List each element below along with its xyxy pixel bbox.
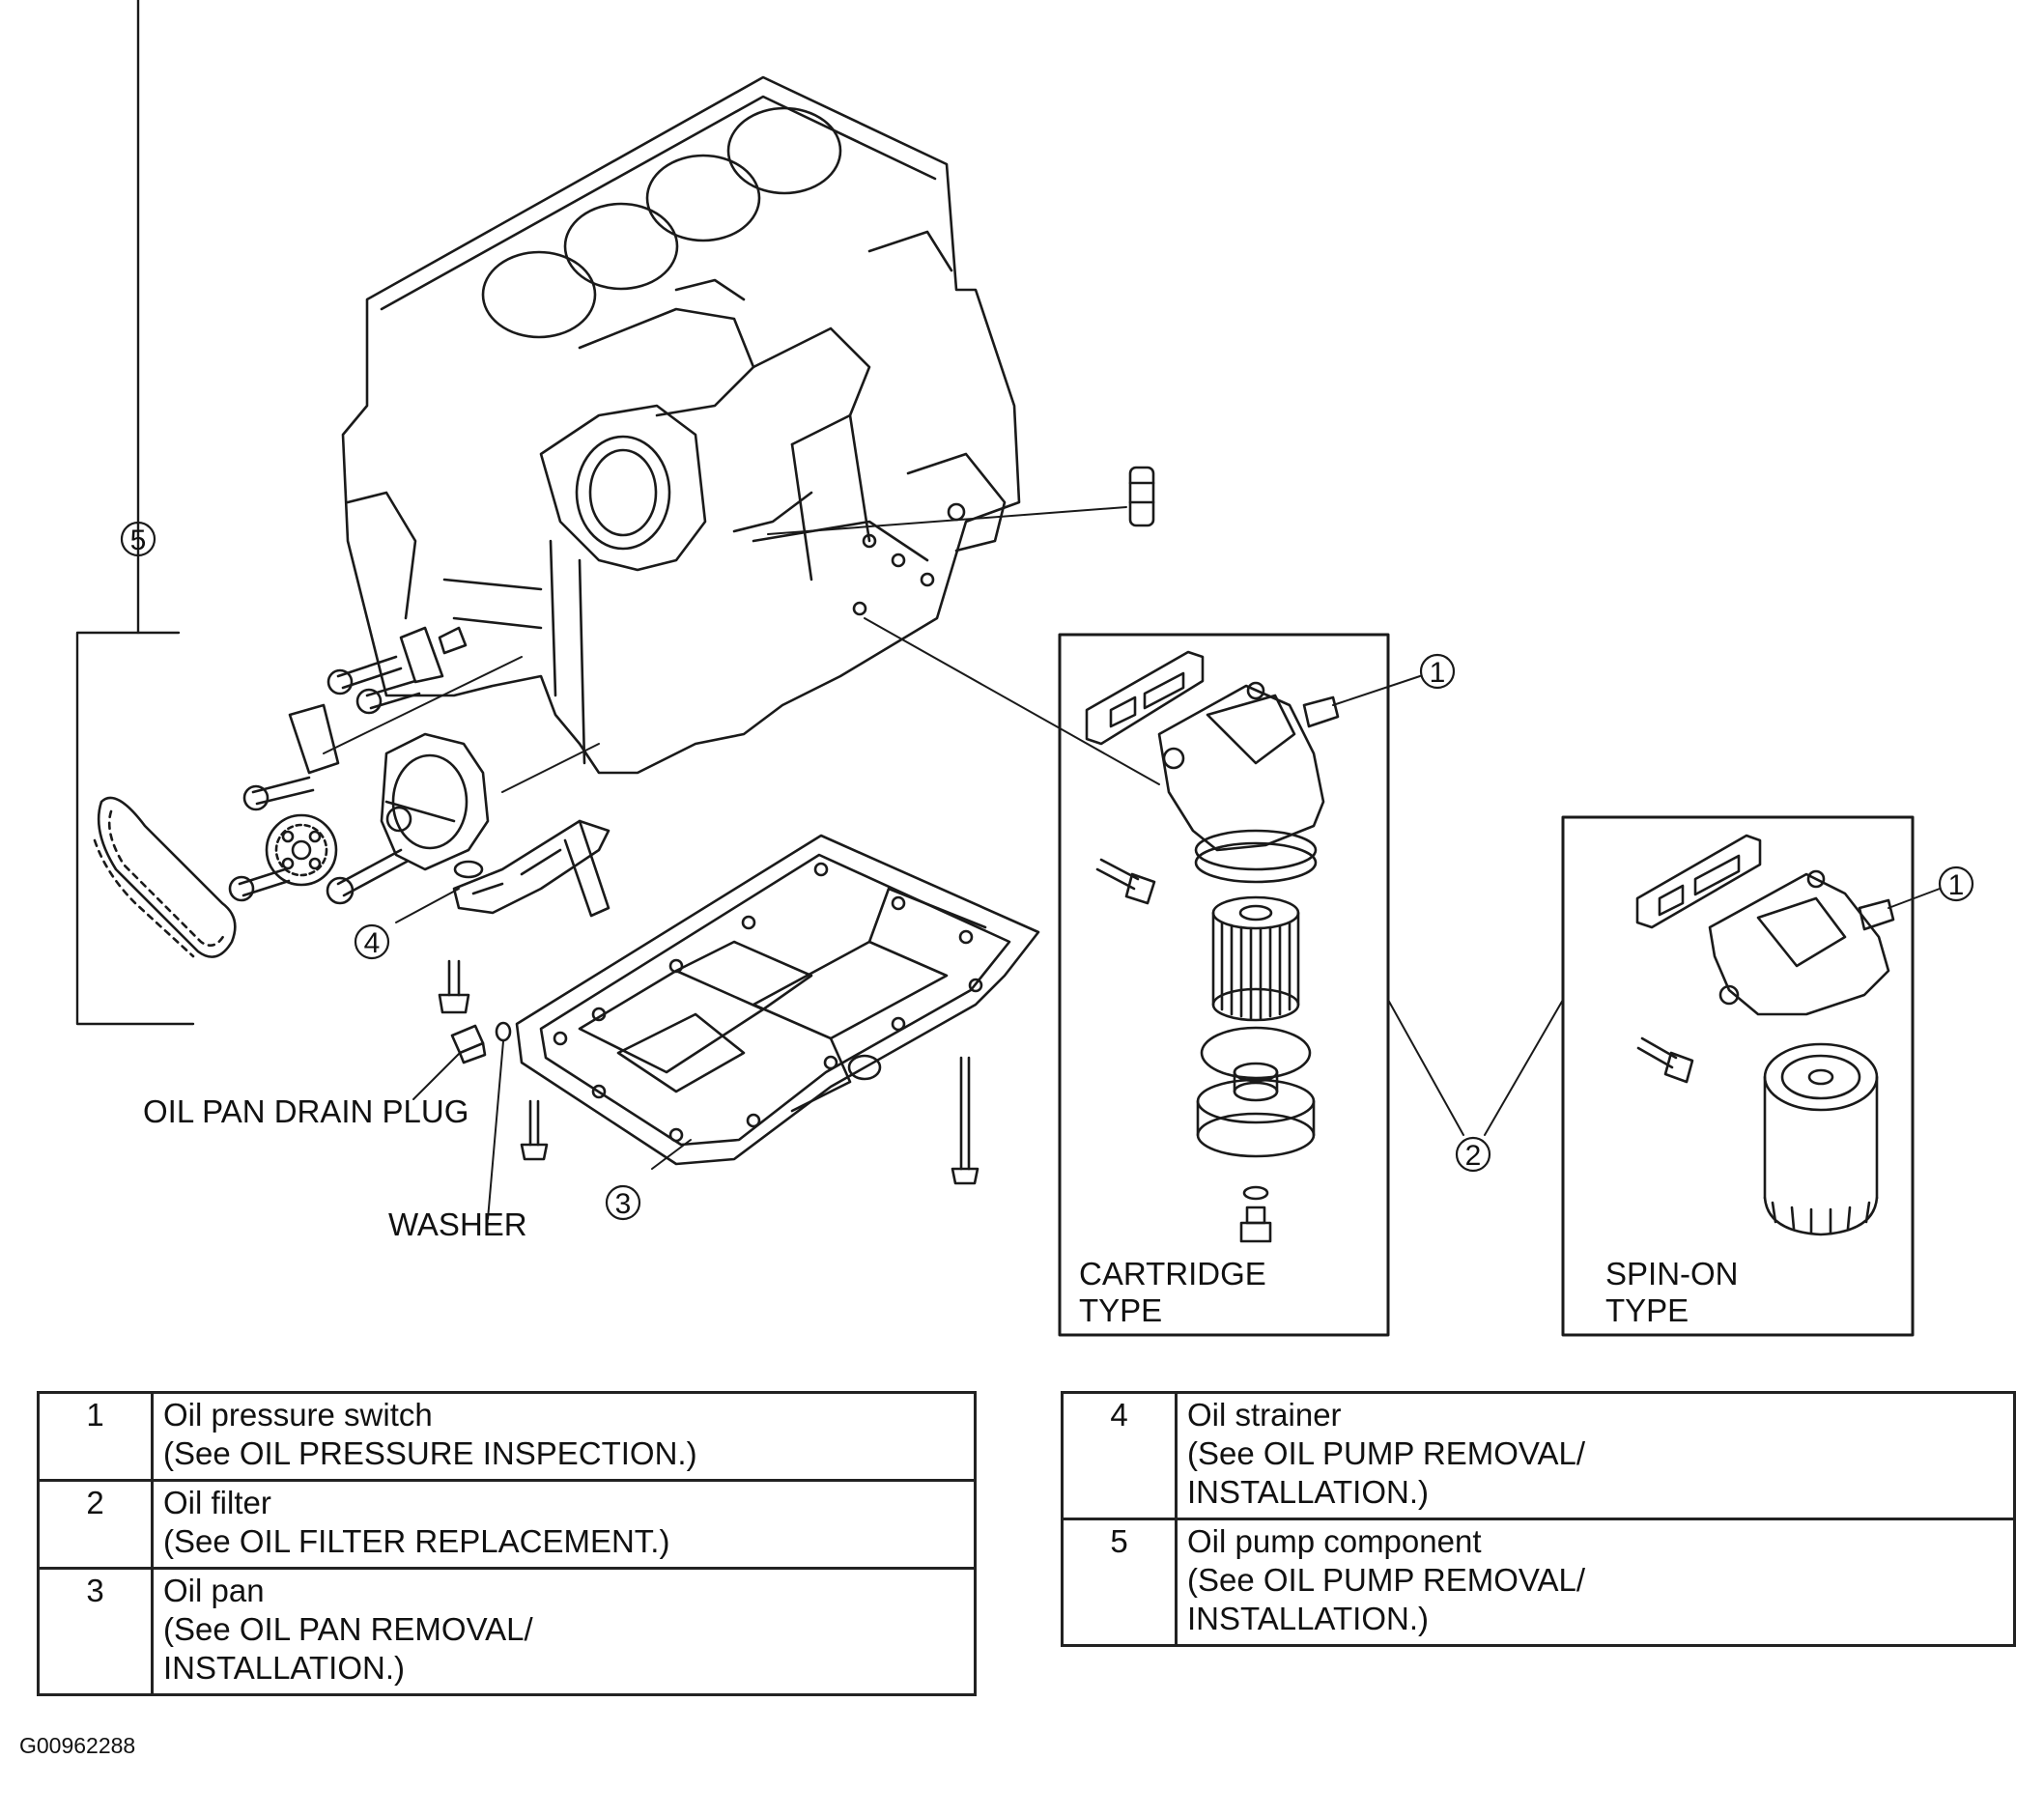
pump-o-ring: [453, 860, 484, 879]
label-spin-on-line2: TYPE: [1605, 1292, 1689, 1328]
callout-4: [354, 923, 390, 960]
washer: [495, 1021, 512, 1042]
oil-pan: [515, 834, 1040, 1166]
label-washer: WASHER: [388, 1206, 527, 1242]
legend-description: Oil pan (See OIL PAN REMOVAL/ INSTALLATI…: [151, 1567, 977, 1696]
legend-part-name: Oil strainer: [1187, 1397, 1342, 1433]
legend-row: 2 Oil filter (See OIL FILTER REPLACEMENT…: [37, 1479, 977, 1570]
legend-part-name: Oil pressure switch: [163, 1397, 433, 1433]
spin-on-type-box: [1561, 815, 1915, 1337]
legend-reference-continued: INSTALLATION.): [1187, 1474, 1429, 1510]
legend-part-name: Oil filter: [163, 1485, 271, 1520]
legend-row: 1 Oil pressure switch (See OIL PRESSURE …: [37, 1391, 977, 1482]
legend-reference: (See OIL PAN REMOVAL/: [163, 1611, 533, 1647]
callout-1-cartridge-label: 1: [1430, 657, 1446, 689]
legend-part-name: Oil pan: [163, 1573, 265, 1608]
label-oil-pan-drain-plug: OIL PAN DRAIN PLUG: [143, 1093, 468, 1129]
callout-1-spin-on: [1938, 865, 1974, 902]
oil-pump-group-bracket: [75, 0, 195, 1026]
callout-2: [1455, 1136, 1491, 1173]
callout-4-label: 4: [364, 927, 381, 959]
legend-row: 3 Oil pan (See OIL PAN REMOVAL/ INSTALLA…: [37, 1567, 977, 1696]
oil-pump-sprocket: [265, 813, 338, 887]
callout-1-spin-on-label: 1: [1948, 869, 1965, 901]
legend-description: Oil filter (See OIL FILTER REPLACEMENT.): [151, 1479, 977, 1570]
spin-on-filter-assembly: [1635, 834, 1895, 1236]
legend-number: 5: [1061, 1518, 1178, 1647]
exploded-view-diagram: 5 4 3 OIL PAN DRAIN PLUG WASHER: [75, 0, 1974, 1337]
dowel-pin: [1128, 466, 1155, 527]
legend-reference: (See OIL PRESSURE INSPECTION.): [163, 1435, 697, 1471]
legend-table-left: 1 Oil pressure switch (See OIL PRESSURE …: [37, 1391, 977, 1696]
legend-reference: (See OIL PUMP REMOVAL/: [1187, 1562, 1586, 1598]
legend-part-name: Oil pump component: [1187, 1523, 1482, 1559]
legend-description: Oil pressure switch (See OIL PRESSURE IN…: [151, 1391, 977, 1482]
legend-number: 1: [37, 1391, 154, 1482]
legend-number: 3: [37, 1567, 154, 1696]
oil-pan-bolts: [520, 1056, 979, 1185]
figure-id: G00962288: [19, 1733, 136, 1758]
callout-1-cartridge: [1419, 653, 1456, 690]
label-cartridge-line1: CARTRIDGE: [1079, 1256, 1266, 1291]
legend-description: Oil pump component (See OIL PUMP REMOVAL…: [1175, 1518, 2016, 1647]
legend-table-right: 4 Oil strainer (See OIL PUMP REMOVAL/ IN…: [1061, 1391, 2016, 1647]
legend-reference: (See OIL FILTER REPLACEMENT.): [163, 1523, 670, 1559]
oil-pump-chain: [93, 796, 237, 958]
chain-guide: [288, 703, 340, 775]
oil-pump: [380, 732, 490, 871]
legend-reference-continued: INSTALLATION.): [1187, 1601, 1429, 1636]
legend-row: 4 Oil strainer (See OIL PUMP REMOVAL/ IN…: [1061, 1391, 2016, 1520]
legend-reference-continued: INSTALLATION.): [163, 1650, 405, 1686]
engine-block: [341, 75, 1021, 775]
callout-2-label: 2: [1465, 1140, 1482, 1172]
label-cartridge-line2: TYPE: [1079, 1292, 1162, 1328]
oil-pan-drain-plug: [450, 1024, 487, 1064]
legend-reference: (See OIL PUMP REMOVAL/: [1187, 1435, 1586, 1471]
callout-3-label: 3: [615, 1188, 632, 1220]
legend-description: Oil strainer (See OIL PUMP REMOVAL/ INST…: [1175, 1391, 2016, 1520]
callout-5-label: 5: [130, 525, 147, 556]
callout-3: [605, 1184, 641, 1221]
label-spin-on-line1: SPIN-ON: [1605, 1256, 1739, 1291]
oil-strainer: [438, 819, 610, 1014]
legend-number: 4: [1061, 1391, 1178, 1520]
chain-tensioner: [399, 626, 444, 684]
cartridge-type-box: [1058, 633, 1390, 1337]
cartridge-filter-assembly: [1085, 650, 1340, 1243]
callout-5: [120, 521, 156, 557]
legend-number: 2: [37, 1479, 154, 1570]
legend-row: 5 Oil pump component (See OIL PUMP REMOV…: [1061, 1518, 2016, 1647]
pump-bolts: [228, 626, 468, 905]
